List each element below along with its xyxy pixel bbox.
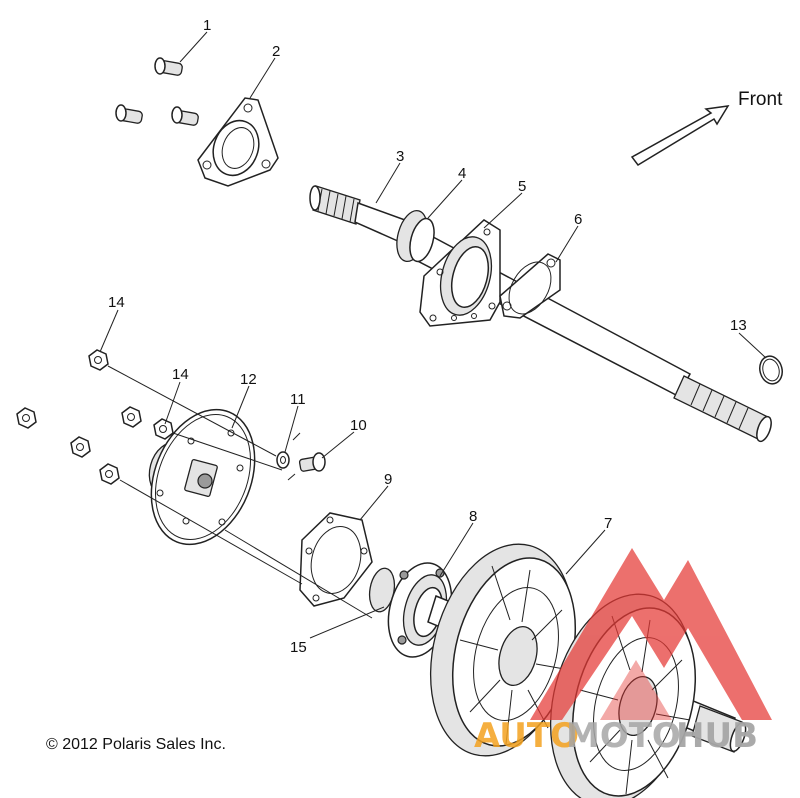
callout-15: 15 — [290, 639, 307, 656]
bearing-part-4 — [396, 209, 435, 263]
callout-12: 12 — [240, 371, 257, 388]
flange-housing-part-5 — [419, 219, 501, 327]
callout-7: 7 — [604, 515, 612, 532]
callout-6: 6 — [574, 211, 582, 228]
pin-part-10 — [298, 452, 326, 472]
bolt-part-1 — [115, 57, 199, 126]
shaft-spline-end — [673, 375, 772, 443]
gasket-part-9 — [299, 512, 373, 607]
callout-3: 3 — [396, 148, 404, 165]
callout-1: 1 — [203, 17, 211, 34]
washer-part-11 — [276, 451, 290, 469]
callouts: 1 2 3 4 5 6 7 8 9 10 11 12 13 14 14 15 — [108, 17, 747, 656]
bearing-plate-part-2 — [197, 97, 279, 187]
callout-11: 11 — [290, 391, 306, 408]
callout-5: 5 — [518, 178, 526, 195]
callout-4: 4 — [458, 165, 466, 182]
copyright-text: © 2012 Polaris Sales Inc. — [46, 736, 226, 753]
watermark-moto: MOTO — [566, 716, 681, 756]
callout-10: 10 — [350, 417, 367, 434]
watermark-hub: HUB — [676, 716, 758, 756]
o-ring-part-13 — [759, 355, 783, 385]
callout-9: 9 — [384, 471, 392, 488]
callout-13: 13 — [730, 317, 747, 334]
hub-flange-part-12 — [148, 408, 256, 546]
automotohub-watermark-logo — [530, 548, 772, 720]
front-label: Front — [738, 89, 783, 110]
leader-lines — [99, 31, 767, 639]
watermark-auto: AUTO — [474, 716, 579, 756]
nut-part-14 — [16, 349, 174, 485]
callout-14b: 14 — [172, 366, 189, 383]
callout-14a: 14 — [108, 294, 125, 311]
automotohub-watermark-text: AUTO MOTO HUB — [474, 716, 758, 756]
callout-8: 8 — [469, 508, 477, 525]
callout-2: 2 — [272, 43, 280, 60]
gasket-part-6 — [499, 253, 561, 319]
front-arrow-icon — [630, 105, 730, 166]
